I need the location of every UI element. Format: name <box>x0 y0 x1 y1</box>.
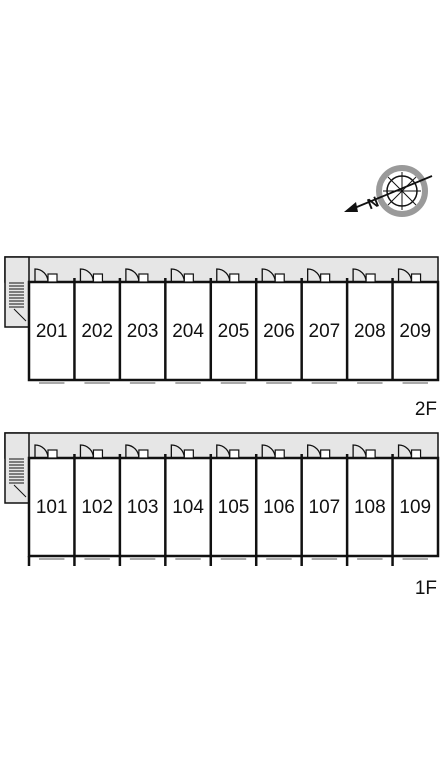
door-frame <box>274 273 285 283</box>
room-number: 208 <box>354 321 386 342</box>
room-number: 209 <box>399 321 431 342</box>
room-number: 103 <box>127 497 159 518</box>
door-frame <box>138 449 149 459</box>
door-frame <box>183 273 194 283</box>
door-frame <box>138 273 149 283</box>
room-number: 206 <box>263 321 295 342</box>
room-number: 201 <box>36 321 68 342</box>
door-frame <box>365 273 376 283</box>
door-frame <box>320 449 331 459</box>
door-frame <box>410 449 422 459</box>
floor-2f: 201 202 203 204 205 206 207 208 209 <box>4 256 440 384</box>
room-strip <box>27 456 440 558</box>
room-number: 101 <box>36 497 68 518</box>
door-frame <box>47 449 58 459</box>
room-number: 109 <box>399 497 431 518</box>
room-number: 204 <box>172 321 204 342</box>
door-frame <box>183 449 194 459</box>
stair-rail <box>13 484 27 498</box>
door-frame <box>410 273 422 283</box>
room-number: 202 <box>81 321 113 342</box>
compass-arrow-head <box>344 202 358 212</box>
room-number: 104 <box>172 497 204 518</box>
room-number: 107 <box>309 497 341 518</box>
door-frame <box>92 273 104 283</box>
room-number: 207 <box>309 321 341 342</box>
floor-1f: 101 102 103 104 105 106 107 108 109 <box>4 432 440 566</box>
room-strip <box>27 280 440 382</box>
door-frame <box>92 449 104 459</box>
compass-icon: N <box>344 165 433 217</box>
door-frame <box>47 273 58 283</box>
door-frame <box>320 273 331 283</box>
door-frame <box>229 449 240 459</box>
stair-rail <box>13 308 27 322</box>
room-number: 203 <box>127 321 159 342</box>
room-number: 108 <box>354 497 386 518</box>
room-number: 106 <box>263 497 295 518</box>
compass-arrow-shaft <box>351 175 433 210</box>
door-frame <box>229 273 240 283</box>
floor-label-2f: 2F <box>415 399 437 420</box>
room-number: 102 <box>81 497 113 518</box>
door-frame <box>365 449 376 459</box>
door-frame <box>274 449 285 459</box>
floor-label-1f: 1F <box>415 578 437 599</box>
room-number: 205 <box>218 321 250 342</box>
room-number: 105 <box>218 497 250 518</box>
compass-ring <box>376 165 428 217</box>
